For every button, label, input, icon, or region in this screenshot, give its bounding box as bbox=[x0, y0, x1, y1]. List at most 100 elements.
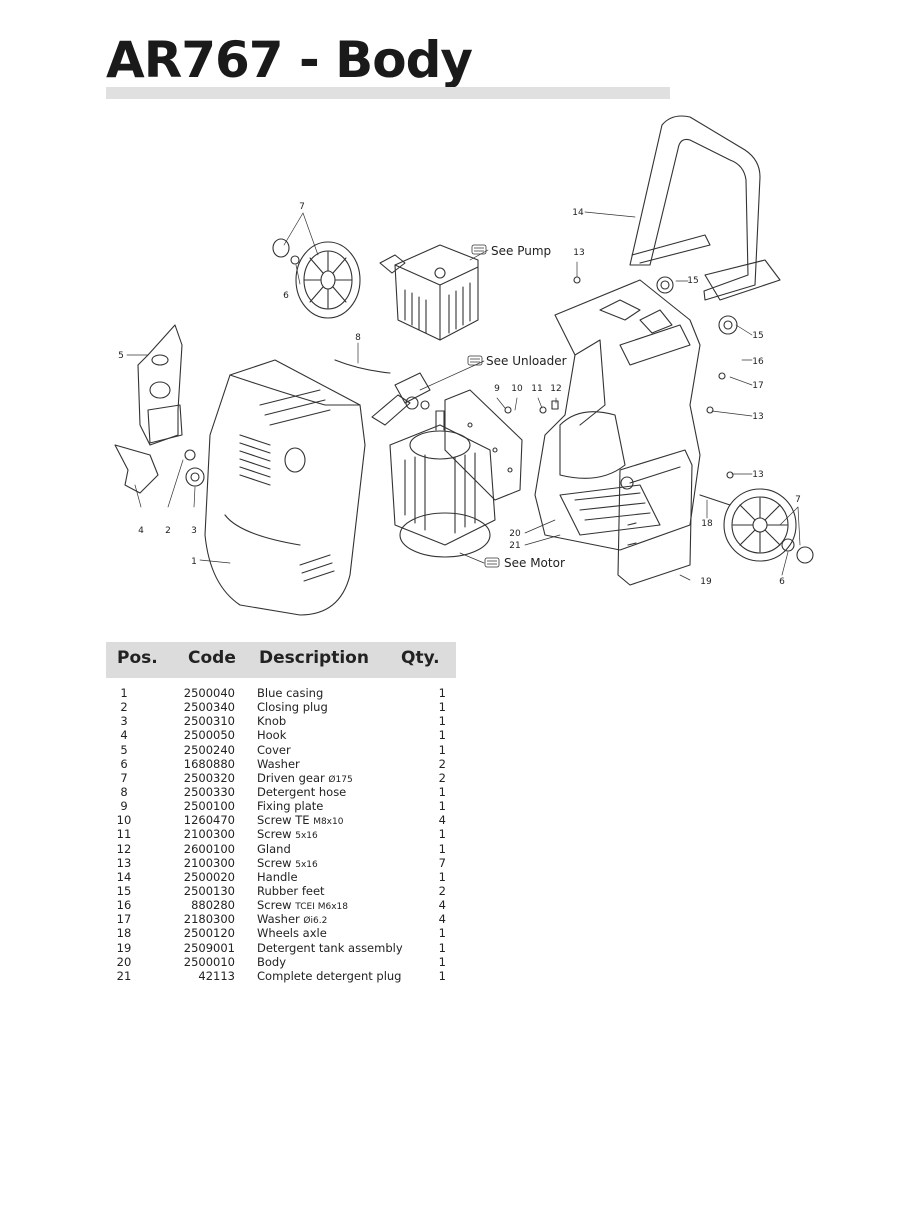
callout-15: 15 bbox=[687, 276, 698, 286]
row-description: Handle bbox=[257, 870, 298, 884]
row-description-text: Wheels axle bbox=[257, 926, 327, 941]
row-pos: 7 bbox=[120, 770, 128, 785]
row-qty: 4 bbox=[438, 912, 446, 927]
row-description-spec: Øi6.2 bbox=[303, 916, 328, 927]
callout-13b: 13 bbox=[752, 412, 763, 422]
row-qty: 2 bbox=[438, 756, 446, 771]
row-code: 2500100 bbox=[183, 799, 235, 814]
row-description: Detergent tank assembly bbox=[257, 941, 403, 955]
row-pos: 15 bbox=[116, 883, 132, 898]
row-pos: 1 bbox=[120, 686, 128, 700]
row-code: 880280 bbox=[191, 898, 235, 913]
row-description-text: Rubber feet bbox=[257, 883, 325, 898]
row-description-text: Knob bbox=[257, 714, 287, 729]
row-pos: 16 bbox=[116, 898, 132, 913]
callout-7: 7 bbox=[299, 202, 305, 212]
callout-4: 4 bbox=[138, 526, 144, 536]
pump-part bbox=[379, 244, 479, 341]
wheel-left-part bbox=[272, 238, 361, 319]
row-code: 2500330 bbox=[183, 784, 235, 799]
row-description: Complete detergent plug bbox=[257, 969, 401, 983]
row-code: 2509001 bbox=[183, 940, 235, 955]
see-unloader-label: See Unloader bbox=[486, 354, 567, 368]
row-description: Knob bbox=[257, 714, 286, 728]
row-description: Fixing plate bbox=[257, 799, 323, 813]
row-code: 1260470 bbox=[183, 813, 235, 828]
callout-1: 1 bbox=[191, 557, 197, 567]
row-description-text: Washer bbox=[257, 756, 300, 771]
row-description-text: Hook bbox=[257, 728, 287, 743]
see-motor-pointer-icon bbox=[484, 557, 500, 568]
row-description: Gland bbox=[257, 842, 291, 856]
row-code: 2600100 bbox=[183, 841, 235, 856]
unloader-part bbox=[371, 372, 431, 426]
row-qty: 2 bbox=[438, 883, 446, 898]
row-pos: 12 bbox=[116, 841, 132, 856]
callout-19: 19 bbox=[700, 577, 712, 587]
row-code: 2100300 bbox=[183, 855, 235, 870]
row-description: Washer bbox=[257, 757, 300, 771]
row-code: 2100300 bbox=[183, 827, 235, 842]
row-pos: 13 bbox=[116, 855, 132, 870]
header-qty: Qty. bbox=[401, 648, 440, 668]
hook-part bbox=[114, 444, 159, 494]
closing-plug-part bbox=[184, 449, 196, 461]
header-code: Code bbox=[188, 648, 236, 668]
row-description: Blue casing bbox=[257, 686, 323, 700]
table-row: 12 2600100 Gland 1 bbox=[106, 842, 456, 856]
table-header: Pos. Code Description Qty. bbox=[106, 642, 456, 678]
row-pos: 3 bbox=[120, 714, 128, 729]
row-qty: 1 bbox=[438, 954, 446, 969]
see-motor-label: See Motor bbox=[504, 556, 565, 570]
row-pos: 21 bbox=[116, 968, 132, 983]
row-description-text: Washer bbox=[257, 912, 300, 927]
row-qty: 1 bbox=[438, 827, 446, 842]
callout-7b: 7 bbox=[795, 495, 801, 505]
callout-13c: 13 bbox=[752, 470, 763, 480]
row-qty: 1 bbox=[438, 841, 446, 856]
row-description: Screw TCEI M6x18 bbox=[257, 898, 348, 914]
row-pos: 2 bbox=[120, 700, 128, 715]
row-qty: 1 bbox=[438, 926, 446, 941]
exploded-parts-diagram: See Pump See Unloader See Motor 1 2 3 4 … bbox=[0, 105, 906, 635]
row-description-text: Screw bbox=[257, 827, 292, 842]
row-description: Body bbox=[257, 955, 286, 969]
row-qty: 1 bbox=[438, 742, 446, 757]
callout-3: 3 bbox=[191, 526, 197, 536]
row-description: Wheels axle bbox=[257, 926, 327, 940]
callout-5: 5 bbox=[118, 351, 124, 361]
row-pos: 20 bbox=[116, 954, 132, 969]
table-row: 3 2500310 Knob 1 bbox=[106, 714, 456, 728]
row-pos: 11 bbox=[116, 827, 132, 842]
row-description-text: Fixing plate bbox=[257, 799, 324, 814]
row-qty: 1 bbox=[438, 714, 446, 729]
row-code: 2500310 bbox=[183, 714, 235, 729]
wheel-right-part bbox=[699, 488, 814, 564]
row-description-text: Handle bbox=[257, 869, 298, 884]
see-pump-label: See Pump bbox=[491, 244, 551, 258]
callout-20: 20 bbox=[509, 529, 521, 539]
row-description-text: Screw bbox=[257, 855, 292, 870]
callout-21: 21 bbox=[509, 541, 520, 551]
row-description-text: Gland bbox=[257, 841, 291, 856]
body-frame-part bbox=[534, 279, 701, 551]
table-row: 16 880280 Screw TCEI M6x18 4 bbox=[106, 898, 456, 912]
row-code: 2500320 bbox=[183, 770, 235, 785]
row-qty: 4 bbox=[438, 898, 446, 913]
row-description-text: Complete detergent plug bbox=[257, 968, 402, 983]
callout-16: 16 bbox=[752, 357, 764, 367]
callout-15b: 15 bbox=[752, 331, 763, 341]
row-description-text: Cover bbox=[257, 742, 291, 757]
page-title: AR767 - Body bbox=[106, 31, 473, 89]
row-description-text: Body bbox=[257, 954, 287, 969]
see-unloader-pointer-icon bbox=[467, 355, 483, 366]
